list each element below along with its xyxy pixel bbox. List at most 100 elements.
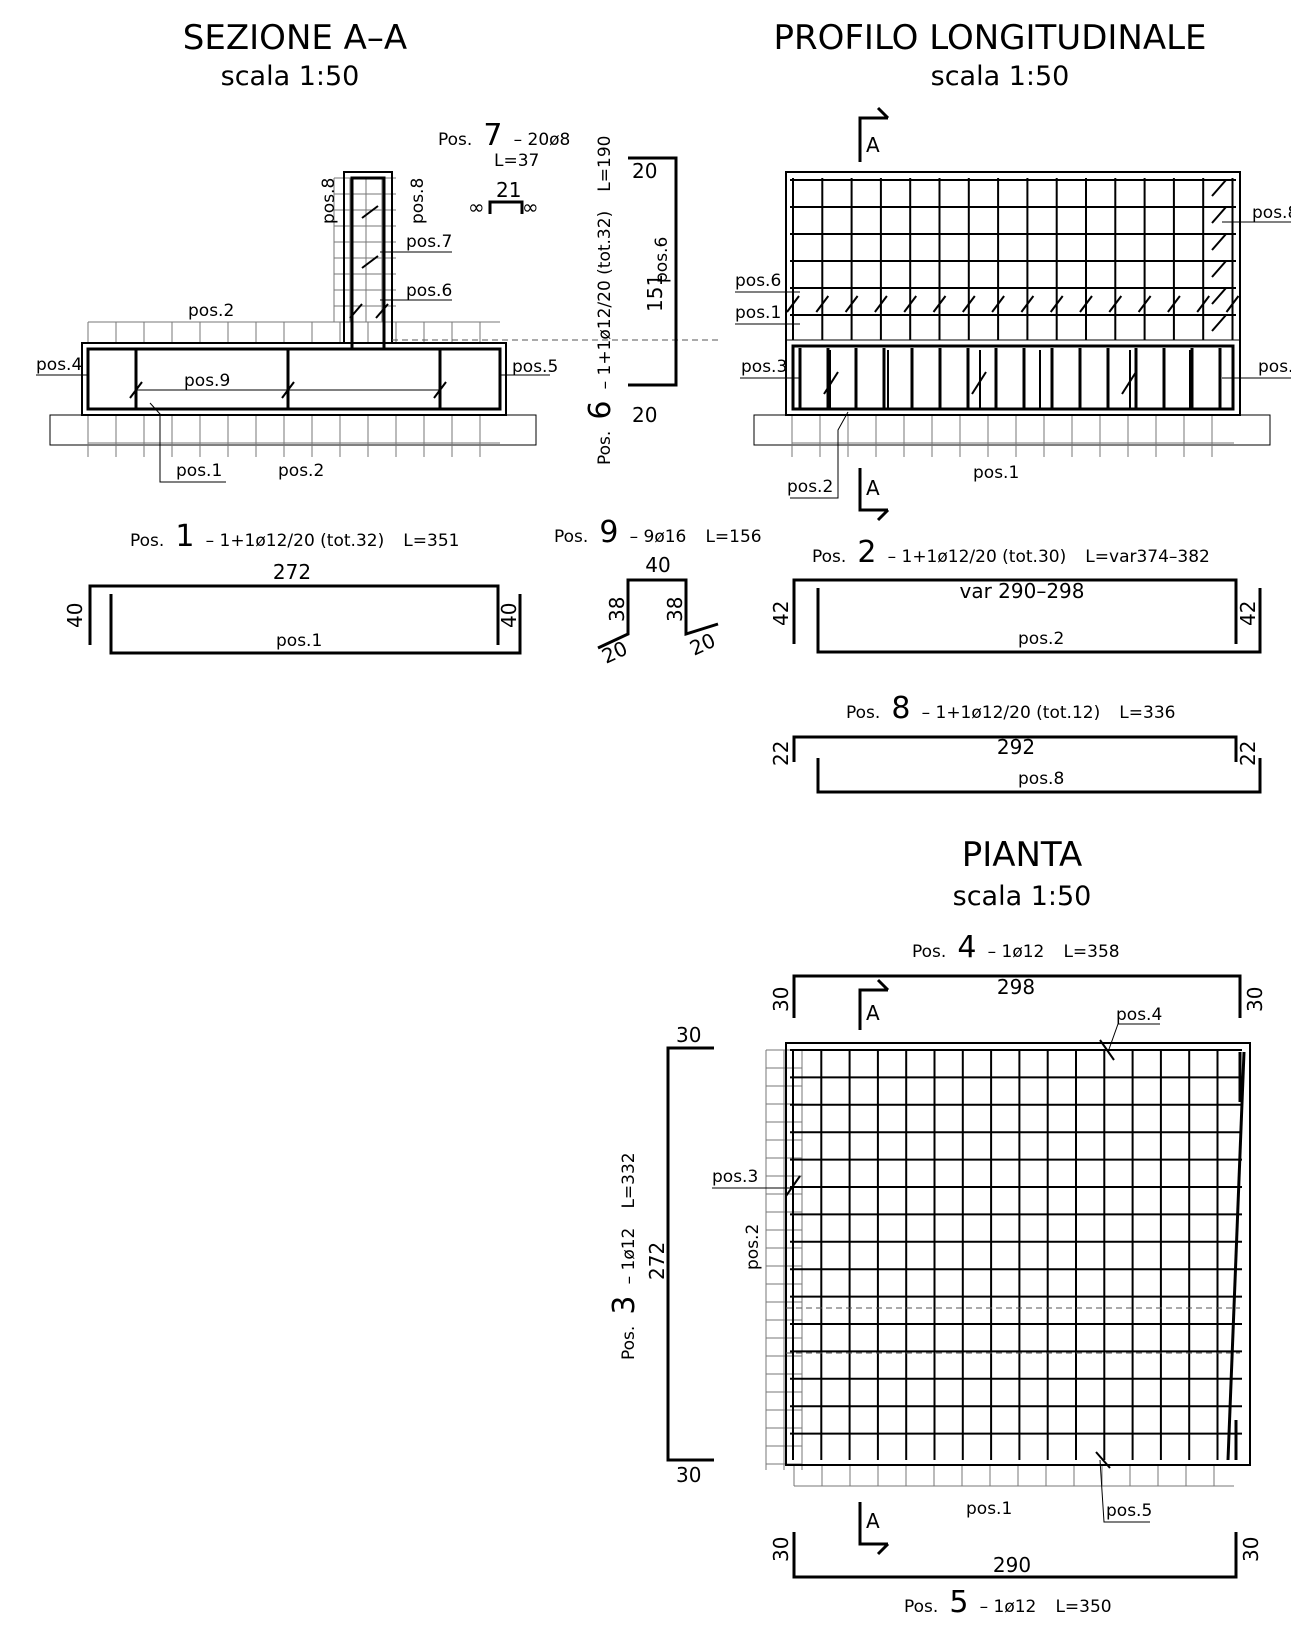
profile-title: PROFILO LONGITUDINALE (773, 18, 1206, 58)
tick (823, 371, 839, 395)
wall-outline (343, 171, 393, 344)
tick (961, 295, 976, 313)
pos3-schedule: Pos. 3 – 1ø12 L=332 30 272 30 (607, 1023, 714, 1487)
pos2-dim-right: 42 (1236, 601, 1260, 626)
pos3-title: Pos. 3 – 1ø12 L=332 (607, 1152, 642, 1360)
pos5-title: Pos. 5 – 1ø12 L=350 (904, 1585, 1112, 1620)
pos7-length: L=37 (494, 151, 539, 171)
pos4-title: Pos. 4 – 1ø12 L=358 (912, 930, 1120, 965)
tick (1211, 206, 1227, 224)
section-pos8-right-label: pos.8 (408, 178, 428, 224)
pos8-dim-length: 292 (997, 735, 1035, 759)
pos3-bar (666, 1046, 714, 1462)
plan-pos1-label: pos.1 (966, 1499, 1012, 1519)
pos1-dim-length: 272 (273, 560, 311, 584)
pos6-shape (628, 156, 678, 387)
tick (786, 295, 800, 313)
pos7-hook-right: ∞ (522, 195, 539, 219)
lean-concrete (753, 414, 1271, 446)
section-pos8-left-label: pos.8 (319, 178, 339, 224)
profile-pos1-top-label: pos.1 (735, 303, 781, 323)
tick (991, 295, 1005, 313)
plan-title: PIANTA (962, 835, 1083, 875)
pos1-bar-label: pos.1 (276, 631, 322, 651)
pos4-dim-left: 30 (769, 987, 793, 1012)
section-pos2-bottom-label: pos.2 (278, 461, 324, 481)
plan-mesh (790, 1049, 1242, 1460)
tick (1137, 295, 1152, 313)
tick (1095, 1451, 1111, 1469)
pos5-dim-right: 30 (1239, 1537, 1263, 1562)
pos4-dim-length: 298 (997, 975, 1035, 999)
pos7-hook-left: ∞ (468, 195, 485, 219)
tick (433, 381, 447, 399)
section-pos7-label: pos.7 (406, 232, 452, 252)
pos7-title: Pos. 7 – 20ø8 (438, 118, 570, 153)
pos9-shape (597, 578, 719, 650)
pos2-bar-label: pos.2 (1018, 629, 1064, 649)
pos8-dim-left: 22 (769, 741, 793, 766)
section-pos1-label: pos.1 (176, 461, 222, 481)
pos8-schedule: Pos. 8 – 1+1ø12/20 (tot.12) L=336 292 22… (769, 691, 1262, 794)
plan-pos5-label: pos.5 (1106, 1501, 1152, 1521)
tick (349, 303, 363, 319)
pos3-dim-top: 30 (676, 1023, 701, 1047)
section-pos9-label: pos.9 (184, 371, 230, 391)
profile-bottom-grid (791, 414, 1234, 457)
profile-pos8-label: pos.8 (1252, 203, 1291, 223)
bottom-cage (86, 347, 502, 411)
pos2-dim-length: var 290–298 (959, 579, 1084, 603)
pos5-bar (792, 1532, 1238, 1579)
profile-drawing: A A pos.6 pos.1 pos.3 pos.8 pos.5 pos.2 … (735, 106, 1291, 522)
profile-bottom-cage (791, 344, 1235, 411)
pos1-top-bar (88, 584, 500, 645)
tick (375, 303, 389, 319)
pos1-schedule: Pos. 1 – 1+1ø12/20 (tot.32) L=351 272 40… (63, 519, 522, 655)
plan-pos3-label: pos.3 (712, 1167, 758, 1187)
tick (1196, 295, 1210, 313)
pos8-bottom-bar (816, 758, 1262, 794)
pos6-dim-top: 20 (632, 159, 657, 183)
svg-text:A: A (866, 1509, 880, 1533)
pos6-dim-bottom: 20 (632, 403, 657, 427)
profile-pos6-label: pos.6 (735, 271, 781, 291)
pos5-dim-length: 290 (993, 1553, 1031, 1577)
foundation-outline (81, 342, 507, 416)
tick (1167, 295, 1181, 313)
pos9-dim-hook-left: 20 (598, 636, 631, 669)
leader (1107, 1023, 1160, 1053)
tick (1049, 295, 1064, 313)
plan-section-mark-bottom: A (858, 1502, 890, 1556)
section-pos2-top-label: pos.2 (188, 301, 234, 321)
pos1-title: Pos. 1 – 1+1ø12/20 (tot.32) L=351 (130, 519, 459, 554)
profile-pos1-bottom-label: pos.1 (973, 463, 1019, 483)
pos4-schedule: Pos. 4 – 1ø12 L=358 298 30 30 (769, 930, 1267, 1018)
pos9-dim-top: 40 (645, 553, 670, 577)
profile-ticks (786, 179, 1240, 395)
section-pos6-label: pos.6 (406, 281, 452, 301)
tick (1121, 371, 1137, 395)
tick (281, 381, 295, 399)
section-aa-scale: scala 1:50 (221, 61, 360, 92)
tick (932, 295, 947, 313)
leader (1099, 1459, 1150, 1523)
svg-text:A: A (866, 133, 880, 157)
lean-concrete (49, 414, 537, 446)
tick (1211, 287, 1227, 305)
pos5-dim-left: 30 (769, 1537, 793, 1562)
pos9-title: Pos. 9 – 9ø16 L=156 (554, 515, 762, 550)
tick (785, 1175, 801, 1197)
pos4-dim-right: 30 (1243, 987, 1267, 1012)
pos8-bar-label: pos.8 (1018, 769, 1064, 789)
tick (1211, 179, 1227, 197)
plan-scale: scala 1:50 (953, 881, 1092, 912)
pos3-dim-bottom: 30 (676, 1463, 701, 1487)
profile-outline (785, 171, 1241, 416)
tick (844, 295, 859, 313)
section-bottom-grid (87, 414, 500, 457)
profile-wall-mesh (790, 178, 1236, 340)
section-aa-title: SEZIONE A–A (183, 18, 407, 58)
pos8-top-bar (792, 735, 1238, 762)
plan-pos4-label: pos.4 (1116, 1005, 1162, 1025)
